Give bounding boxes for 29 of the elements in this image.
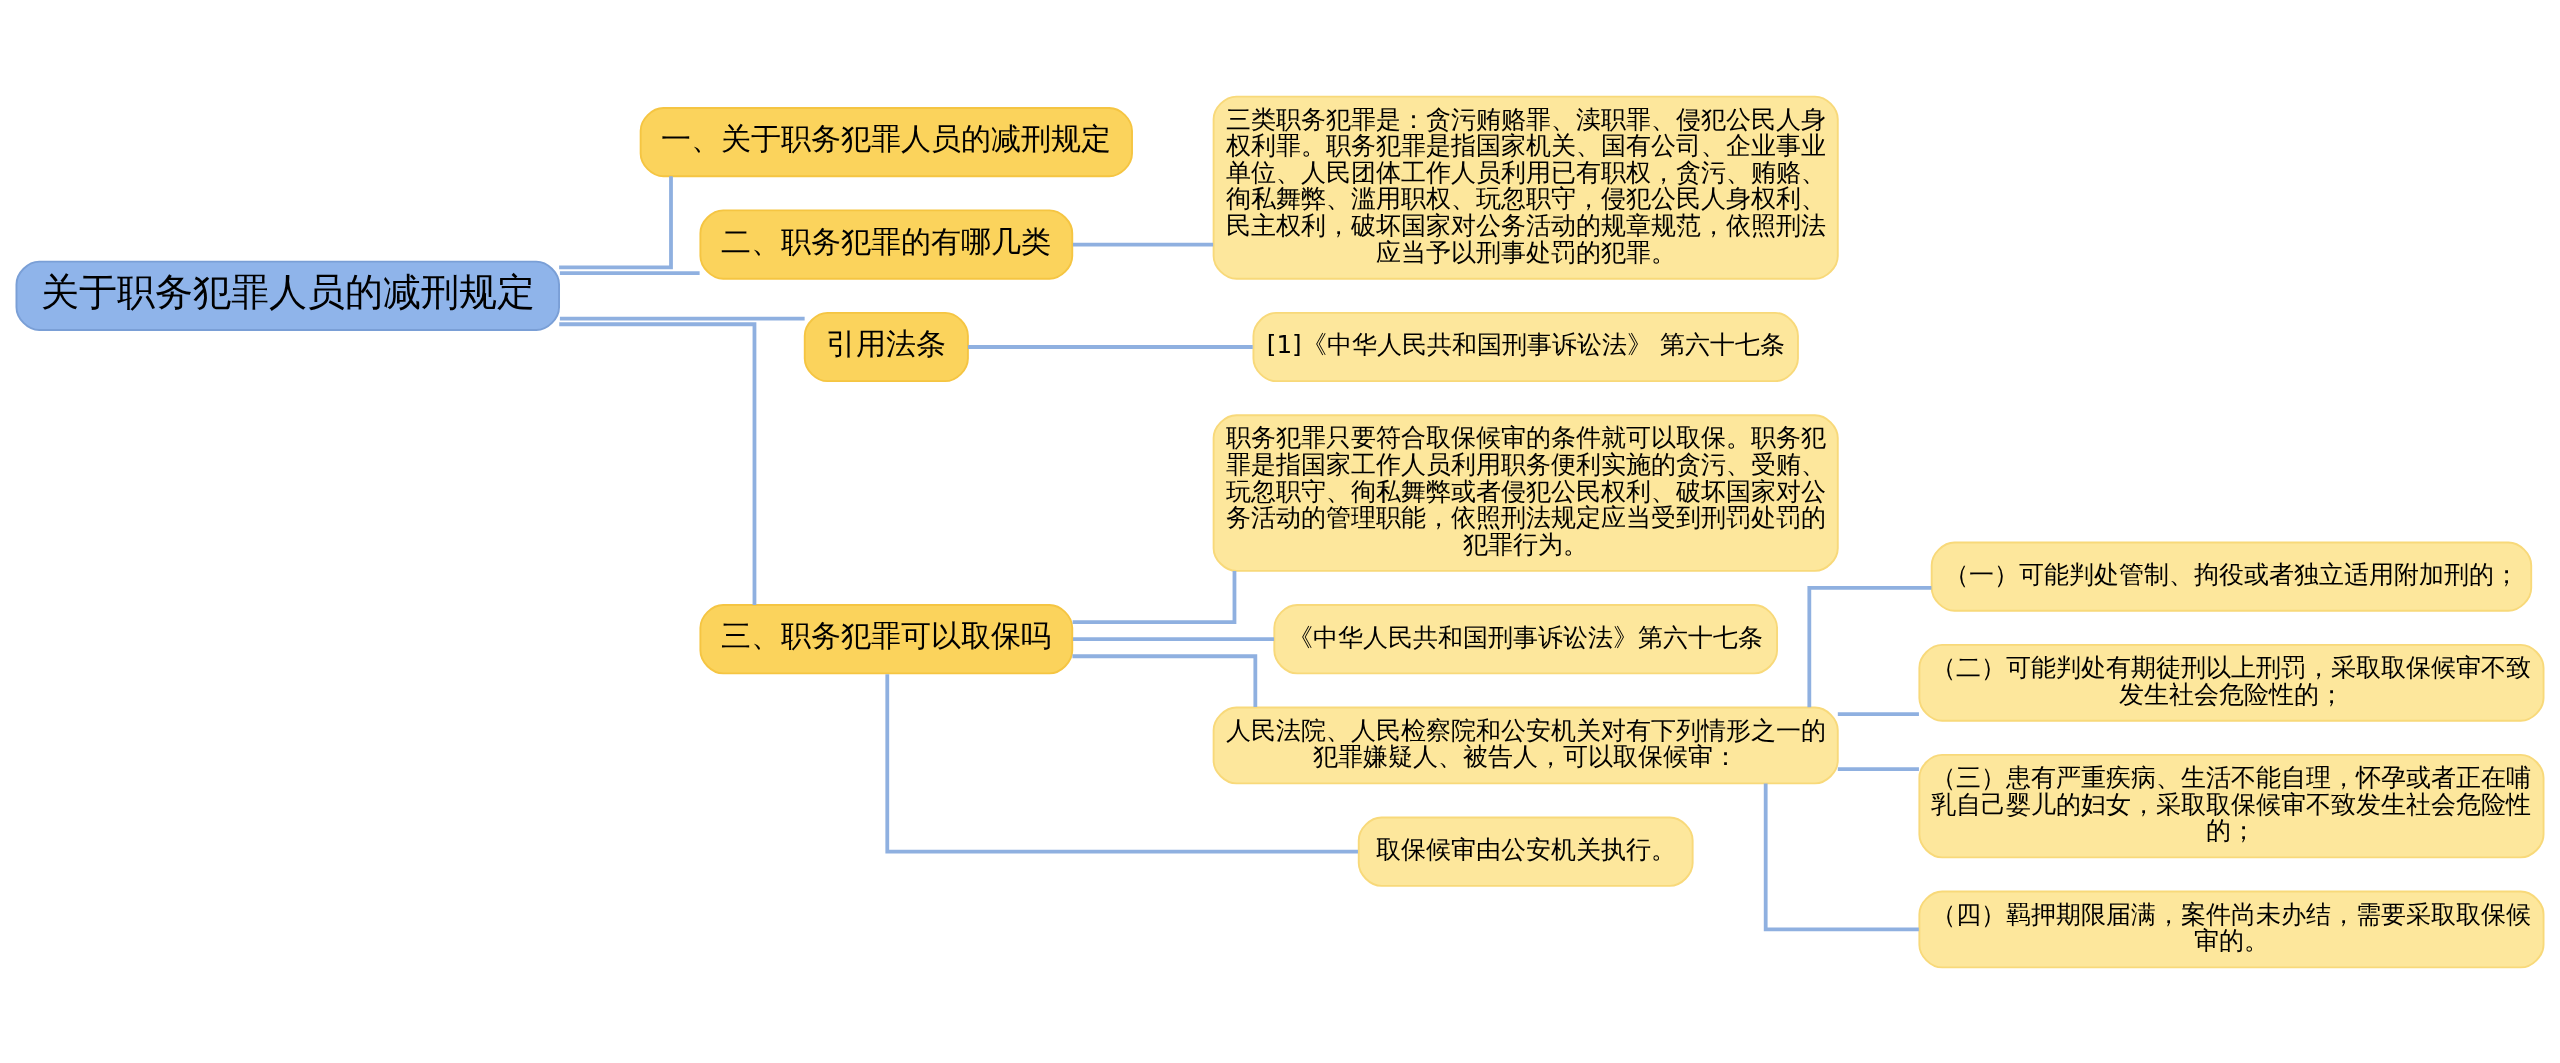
node-box: 引用法条 — [803, 311, 969, 382]
connector — [559, 175, 673, 269]
connector — [1073, 636, 1274, 641]
connector — [1073, 242, 1214, 246]
node-box: 取保候审由公安机关执行。 — [1357, 816, 1694, 887]
node-box: 《中华人民共和国刑事诉讼法》第六十七条 — [1273, 603, 1778, 674]
connector — [1837, 711, 1919, 716]
connector — [559, 321, 757, 605]
node-box: 人民法院、人民检察院和公安机关对有下列情形之一的犯罪嫌疑人、被告人，可以取保候审： — [1212, 706, 1839, 784]
node-box: 职务犯罪只要符合取保候审的条件就可以取保。职务犯罪是指国家工作人员利用职务便利实施的贪污、受贿、玩忽职守、徇私舞弊或者侵犯公民权利、破坏国家对公务活动的管理职能，依照刑法规定应当受到刑罚处罚的犯罪行为。 — [1212, 413, 1839, 572]
node-box: [1]《中华人民共和国刑事诉讼法》 第六十七条 — [1252, 311, 1799, 382]
connector — [559, 270, 700, 275]
node-box: （三）患有严重疾病、生活不能自理，怀孕或者正在哺乳自己婴儿的妇女，采取取保候审不致发生社会危险性的； — [1918, 753, 2545, 858]
connector — [559, 316, 805, 320]
node-box: 关于职务犯罪人员的减刑规定 — [15, 260, 560, 331]
node-box: 三类职务犯罪是：贪污贿赂罪、渎职罪、侵犯公民人身权利罪。职务犯罪是指国家机关、国有公司、企业事业单位、人民团体工作人员利用已有职权，贪污、贿赂、徇私舞弊、滥用职权、玩忽职守，侵犯公民人身权利、民主权利，破坏国家对公务活动的规章规范，依照刑法应当予以刑事处罚的犯罪。 — [1212, 95, 1839, 280]
connector — [885, 673, 1358, 854]
node-box: （四）羁押期限届满，案件尚未办结，需要采取取保候审的。 — [1918, 890, 2545, 968]
node-box: （一）可能判处管制、拘役或者独立适用附加刑的； — [1930, 540, 2533, 612]
node-box: 一、关于职务犯罪人员的减刑规定 — [639, 106, 1133, 177]
node-box: 二、职务犯罪的有哪几类 — [699, 208, 1074, 280]
node-box: （二）可能判处有期徒刑以上刑罚，采取取保候审不致发生社会危险性的； — [1918, 643, 2545, 722]
connector — [1837, 766, 1919, 771]
connector — [1763, 783, 1919, 931]
connector — [1072, 570, 1237, 624]
connector — [967, 344, 1253, 349]
connector — [1072, 653, 1258, 707]
node-box: 三、职务犯罪可以取保吗 — [699, 603, 1074, 674]
connector — [1807, 585, 1932, 707]
